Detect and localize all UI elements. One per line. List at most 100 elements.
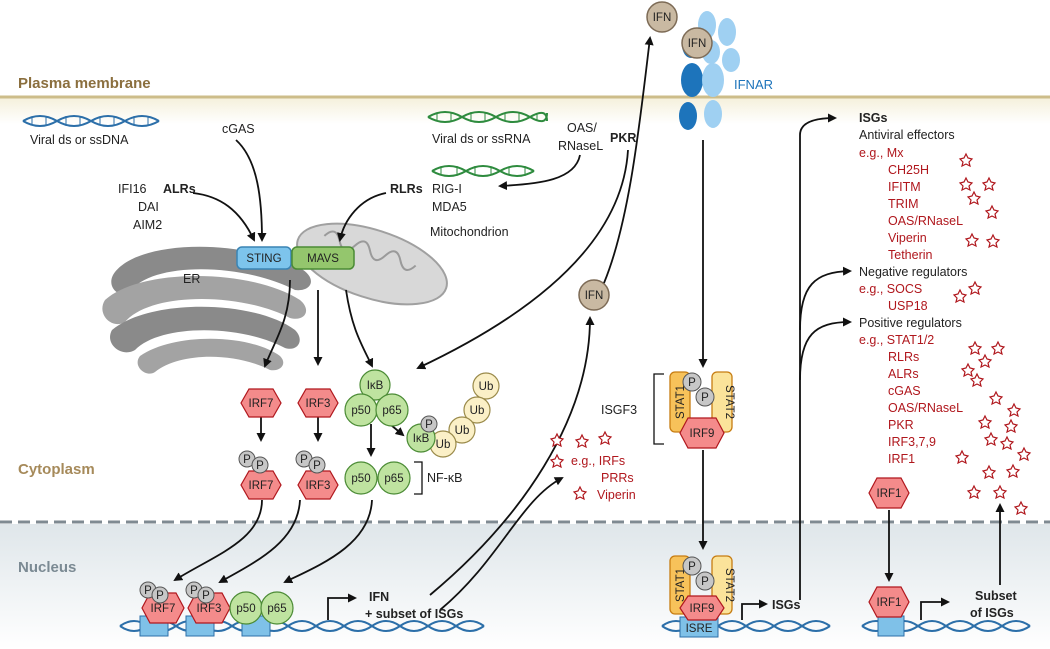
arrow-ifn-out bbox=[603, 36, 654, 284]
nuc-irf1-hexagon bbox=[868, 586, 910, 618]
antiviral-item-5: Viperin bbox=[888, 231, 927, 245]
nuc-irf1-label: IRF1 bbox=[877, 597, 902, 609]
negative-item-0: e.g., SOCS bbox=[859, 282, 922, 296]
positive-item-6: IRF3,7,9 bbox=[888, 435, 936, 449]
nuc-stat1-phospho bbox=[682, 556, 702, 576]
irf3-hexagon bbox=[297, 388, 339, 418]
ub-label-2: Ub bbox=[470, 405, 485, 417]
ifn-bubble-bound-label: IFN bbox=[688, 38, 707, 50]
p65-circle bbox=[375, 393, 409, 427]
nuc-ifn-label: IFN bbox=[369, 590, 389, 604]
irf7p-hexagon bbox=[240, 470, 282, 500]
arrow-isgs-promoter bbox=[741, 599, 768, 620]
arrow-negative-regulators bbox=[799, 266, 852, 331]
nuclear-dna-middle bbox=[661, 616, 831, 638]
mavs-box bbox=[291, 246, 355, 270]
nuc-irf3-phospho-2 bbox=[197, 586, 215, 604]
sting-box bbox=[236, 246, 292, 270]
arrow-irf1-promoter bbox=[920, 597, 950, 620]
nuc-irf3-label: IRF3 bbox=[197, 603, 222, 615]
nuc-p65-label: p65 bbox=[267, 603, 286, 615]
nuc-irf3-phospho-1-label: P bbox=[190, 585, 198, 597]
positive-item-2: ALRs bbox=[888, 367, 919, 381]
irf3-phospho-2 bbox=[308, 456, 326, 474]
positive-item-7: IRF1 bbox=[888, 452, 915, 466]
antiviral-item-4: OAS/RNaseL bbox=[888, 214, 963, 228]
stat1-phospho bbox=[682, 372, 702, 392]
nuc-stat2-phospho bbox=[695, 571, 715, 591]
positive-item-5: PKR bbox=[888, 418, 914, 432]
arrow-mavs-ikb bbox=[345, 289, 374, 368]
ub-circle-3 bbox=[448, 416, 476, 444]
nfkb-p50 bbox=[344, 461, 378, 495]
irf7-hexagon bbox=[240, 388, 282, 418]
irf7p-label: IRF7 bbox=[249, 480, 274, 492]
antiviral-heading: Antiviral effectors bbox=[859, 128, 955, 142]
rlrs-label: RLRs bbox=[390, 182, 423, 196]
mavs-label: MAVS bbox=[307, 253, 339, 265]
nfkb-p50-label: p50 bbox=[351, 473, 370, 485]
nfkb-bracket bbox=[414, 461, 423, 495]
ikb-ub-label: IκB bbox=[413, 433, 430, 445]
pathway-arrows bbox=[173, 36, 1005, 620]
p50-label: p50 bbox=[351, 405, 370, 417]
arrow-alrs-sting bbox=[192, 192, 256, 242]
viral-rna-label: Viral ds or ssRNA bbox=[432, 132, 531, 146]
plasma-membrane-label: Plasma membrane bbox=[18, 75, 151, 92]
nuc-irf7-phospho-2 bbox=[151, 586, 169, 604]
nuc-irf7-phospho-2-label: P bbox=[156, 590, 164, 602]
nuc-stat1-label: STAT1 bbox=[675, 568, 687, 602]
nfkb-label: NF-κB bbox=[427, 471, 462, 485]
arrow-rlrs-mavs bbox=[336, 192, 387, 242]
arrow-sting-irf7 bbox=[263, 279, 291, 368]
ub-label-1: Ub bbox=[479, 381, 494, 393]
ikb-label: IκB bbox=[367, 380, 384, 392]
ifn-bubble-bound bbox=[681, 27, 713, 59]
nuc-irf3-phospho-2-label: P bbox=[202, 590, 210, 602]
nuc-stat2-phospho-label: P bbox=[701, 576, 709, 588]
irf3-phospho-2-label: P bbox=[313, 460, 321, 472]
irf7-phospho-1-label: P bbox=[243, 454, 251, 466]
ikb-circle bbox=[359, 369, 391, 401]
cytoplasm-label: Cytoplasm bbox=[18, 461, 95, 478]
cyto-isgs-eg: e.g., IRFs bbox=[571, 454, 625, 468]
dai-label: DAI bbox=[138, 200, 159, 214]
arrow-oas-rlrs bbox=[498, 154, 581, 191]
irf3-phospho-1-label: P bbox=[300, 454, 308, 466]
nuc-subset-label: + subset of ISGs bbox=[365, 607, 463, 621]
arrow-cgas-sting bbox=[235, 139, 267, 242]
nfkb-p65-label: p65 bbox=[384, 473, 403, 485]
irf9-label: IRF9 bbox=[690, 428, 715, 440]
antiviral-item-0: e.g., Mx bbox=[859, 146, 904, 160]
nuc-irf7-label: IRF7 bbox=[151, 603, 176, 615]
arrow-ifn-promoter bbox=[327, 593, 357, 620]
nuc-p50-label: p50 bbox=[236, 603, 255, 615]
negative-item-1: USP18 bbox=[888, 299, 928, 313]
alrs-label: ALRs bbox=[163, 182, 196, 196]
antiviral-item-3: TRIM bbox=[888, 197, 919, 211]
aim2-label: AIM2 bbox=[133, 218, 162, 232]
p65-label: p65 bbox=[382, 405, 401, 417]
ifi16-label: IFI16 bbox=[118, 182, 147, 196]
positive-item-0: e.g., STAT1/2 bbox=[859, 333, 934, 347]
ub-label-4: Ub bbox=[436, 439, 451, 451]
mitochondrion-label: Mitochondrion bbox=[430, 225, 509, 239]
irf1-cyto-label: IRF1 bbox=[877, 488, 902, 500]
isg-panel-title: ISGs bbox=[859, 111, 888, 125]
positive-item-4: OAS/RNaseL bbox=[888, 401, 963, 415]
arrow-nfkb-nucleus bbox=[283, 499, 373, 583]
nuc-subset-isgs-line1: Subset bbox=[975, 589, 1018, 603]
cytoplasmic-rna-helix bbox=[431, 165, 535, 177]
viral-rna-helix bbox=[427, 111, 548, 123]
stat2-phospho-label: P bbox=[701, 392, 709, 404]
antiviral-item-1: CH25H bbox=[888, 163, 929, 177]
stat2-label: STAT2 bbox=[723, 385, 735, 419]
stat2-phospho bbox=[695, 387, 715, 407]
ifn-bubble-cytoplasm bbox=[578, 279, 610, 311]
isre-label: ISRE bbox=[686, 623, 713, 635]
irf3p-label: IRF3 bbox=[306, 480, 331, 492]
nuc-irf7-phospho-1-label: P bbox=[144, 585, 152, 597]
cyto-isgs-prrs: PRRs bbox=[601, 471, 634, 485]
positive-item-1: RLRs bbox=[888, 350, 919, 364]
